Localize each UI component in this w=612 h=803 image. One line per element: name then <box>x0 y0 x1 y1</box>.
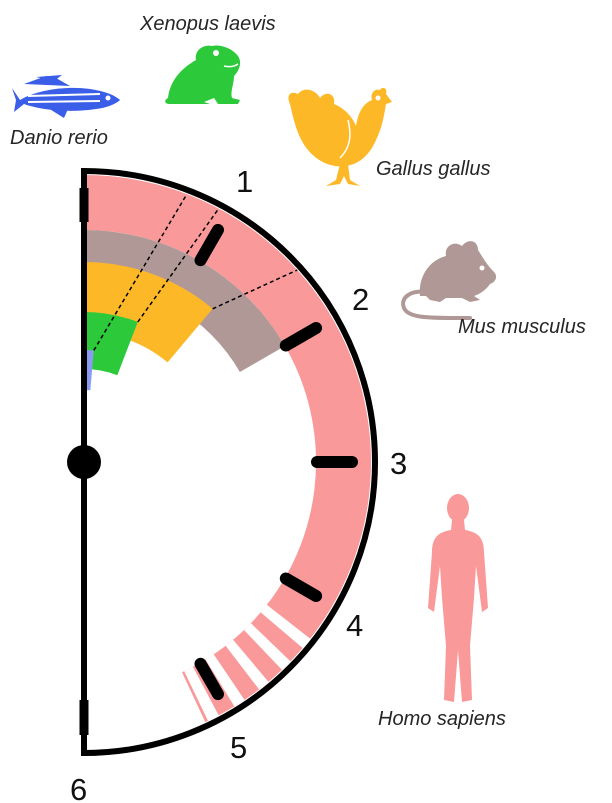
dial-number-3: 3 <box>390 446 407 481</box>
species-name-frog: Xenopus laevis <box>139 13 276 35</box>
dial-number-1: 1 <box>236 164 253 199</box>
frog-icon <box>165 45 240 104</box>
dial-number-4: 4 <box>346 608 363 643</box>
dial-number-2: 2 <box>352 282 369 317</box>
mouse-icon <box>403 241 496 318</box>
species-name-human: Homo sapiens <box>378 708 506 730</box>
semicircle-clock <box>67 171 375 753</box>
dial-number-6: 6 <box>70 772 87 803</box>
species-name-chicken: Gallus gallus <box>376 158 491 180</box>
zebrafish-icon <box>12 75 120 118</box>
species-name-mouse: Mus musculus <box>458 316 586 338</box>
dial-center-dot <box>67 445 101 479</box>
dial-number-5: 5 <box>230 730 247 765</box>
species-name-zebrafish: Danio rerio <box>10 127 108 149</box>
human-icon <box>428 494 488 702</box>
